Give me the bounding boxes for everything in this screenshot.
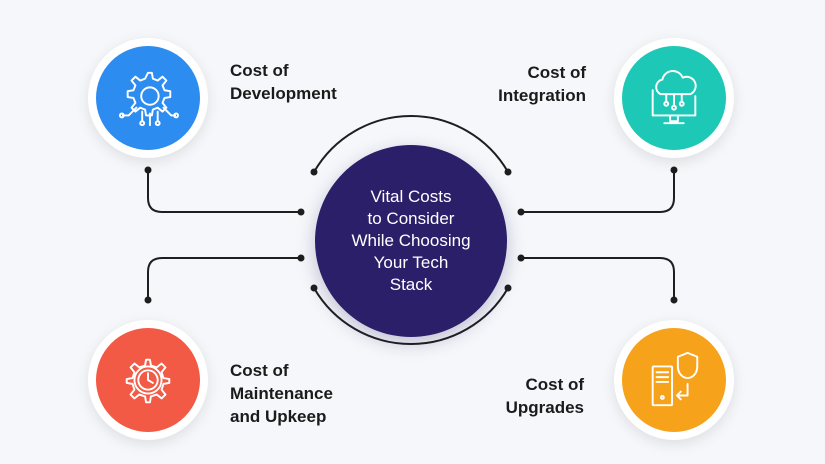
server-shield-icon bbox=[651, 351, 699, 407]
dot bbox=[504, 168, 512, 176]
dot bbox=[310, 168, 318, 176]
center-title: Vital Costs to Consider While Choosing Y… bbox=[351, 187, 471, 294]
node-development bbox=[88, 38, 208, 158]
gear-circuit-icon bbox=[118, 71, 179, 127]
dot bbox=[670, 166, 678, 174]
upper-arc bbox=[313, 115, 509, 173]
node-integration-disc bbox=[622, 46, 726, 150]
label-integration: Cost of Integration bbox=[498, 63, 586, 105]
dot bbox=[297, 208, 305, 216]
connector-maintenance bbox=[147, 257, 302, 301]
label-development: Cost of Development bbox=[230, 61, 337, 103]
node-maintenance bbox=[88, 320, 208, 440]
dot bbox=[144, 166, 152, 174]
label-maintenance: Cost of Maintenance and Upkeep bbox=[230, 361, 333, 426]
dot bbox=[504, 284, 512, 292]
node-maintenance-disc bbox=[96, 328, 200, 432]
dot bbox=[310, 284, 318, 292]
center-hub: Vital Costs to Consider While Choosing Y… bbox=[315, 145, 507, 337]
dot bbox=[517, 254, 525, 262]
gear-clock-icon bbox=[125, 358, 171, 404]
lower-arc bbox=[313, 287, 509, 345]
dot bbox=[517, 208, 525, 216]
node-upgrades-disc bbox=[622, 328, 726, 432]
node-integration bbox=[614, 38, 734, 158]
node-development-disc bbox=[96, 46, 200, 150]
dot bbox=[297, 254, 305, 262]
node-upgrades bbox=[614, 320, 734, 440]
dot bbox=[144, 296, 152, 304]
connector-development bbox=[147, 169, 302, 213]
label-upgrades: Cost of Upgrades bbox=[505, 375, 584, 417]
dot bbox=[670, 296, 678, 304]
cloud-monitor-icon bbox=[651, 70, 697, 125]
connector-upgrades bbox=[520, 257, 675, 301]
connector-integration bbox=[520, 169, 675, 213]
